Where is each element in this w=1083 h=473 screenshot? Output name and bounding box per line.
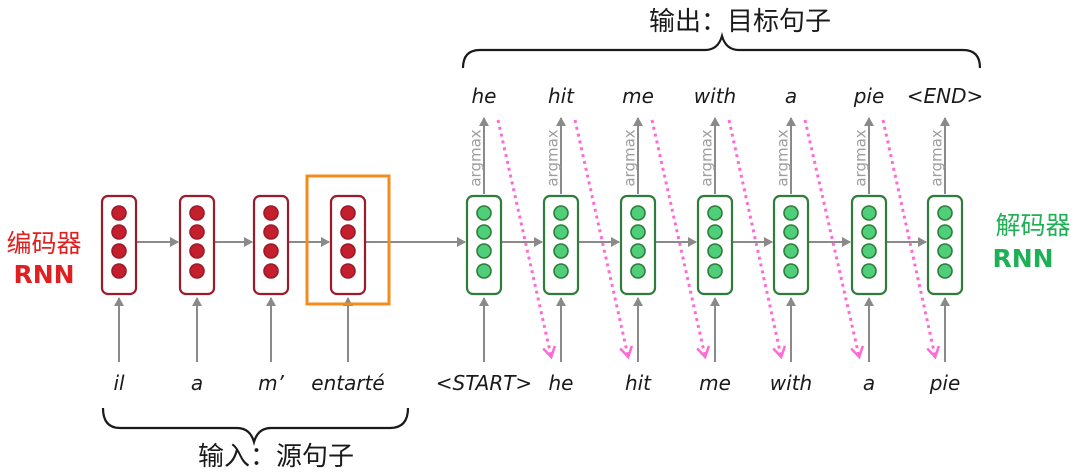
decoder-output-word: he: [472, 84, 497, 108]
output-brace: [461, 32, 982, 69]
decoder-output-word: me: [622, 84, 654, 108]
decoder-cell-unit: [630, 243, 646, 259]
highlight-box: [305, 174, 391, 306]
output-title: 输出：目标句子: [649, 7, 831, 37]
decoder-cell-unit: [476, 224, 492, 240]
feedback-arrow: [803, 119, 859, 356]
decoder-cell-unit: [707, 205, 723, 221]
decoder-output-word: pie: [853, 84, 885, 108]
decoder-input-word: <START>: [436, 371, 532, 395]
encoder-cell-unit: [189, 243, 205, 259]
decoder-cell-unit: [553, 243, 569, 259]
argmax-label: argmax: [698, 129, 716, 186]
decoder-input-word: hit: [625, 371, 652, 395]
encoder-cell-unit: [340, 224, 356, 240]
decoder-cell-unit: [707, 243, 723, 259]
argmax-label: argmax: [852, 129, 870, 186]
decoder-cell-unit: [861, 243, 877, 259]
decoder-cell-unit: [630, 224, 646, 240]
feedback-arrow: [573, 119, 628, 356]
decoder-cell-unit: [476, 243, 492, 259]
decoder-cell-unit: [937, 263, 953, 279]
decoder-cell-unit: [937, 224, 953, 240]
decoder-cell-unit: [937, 243, 953, 259]
decoder-input-word: me: [699, 371, 731, 395]
text-layer: il a m’ entarté argmax <START> he argmax he hit ar…: [113, 84, 983, 395]
argmax-label: argmax: [544, 129, 562, 186]
decoder-cell-unit: [707, 224, 723, 240]
encoder-cell-unit: [111, 243, 127, 259]
encoder-word: il: [113, 371, 125, 395]
encoder-cell-unit: [263, 243, 279, 259]
decoder-cell-unit: [553, 205, 569, 221]
decoder-output-word: with: [694, 84, 736, 108]
feedback-arrow: [496, 119, 551, 356]
decoder-cell-unit: [783, 224, 799, 240]
decoder-cell-unit: [861, 205, 877, 221]
decoder-cell-unit: [630, 263, 646, 279]
encoder-cell-unit: [340, 205, 356, 221]
decoder-input-word: pie: [929, 371, 961, 395]
decoder-label: 解码器: [995, 211, 1070, 240]
encoder-rnn-label: RNN: [13, 260, 74, 289]
decoder-rnn-label: RNN: [992, 244, 1053, 273]
encoder-cell-unit: [263, 263, 279, 279]
decoder-output-word: hit: [548, 84, 575, 108]
decoder-cell-unit: [783, 205, 799, 221]
encoder-cell-unit: [340, 243, 356, 259]
encoder-word: m’: [258, 371, 284, 395]
decoder-input-word: he: [549, 371, 574, 395]
input-brace: [101, 407, 410, 446]
decoder-cell-unit: [937, 205, 953, 221]
encoder-cell-unit: [263, 205, 279, 221]
decoder-cell-unit: [707, 263, 723, 279]
encoder-cell-unit: [263, 224, 279, 240]
encoder-word: entarté: [311, 371, 384, 395]
input-title: 输入：源句子: [198, 442, 354, 472]
decoder-cell-unit: [861, 263, 877, 279]
decoder-cell-unit: [630, 205, 646, 221]
decoder-cell-unit: [476, 205, 492, 221]
decoder-input-word: a: [863, 371, 875, 395]
feedback-arrow: [727, 119, 781, 356]
encoder-cell-unit: [340, 263, 356, 279]
argmax-label: argmax: [928, 129, 946, 186]
decoder-cell-unit: [783, 263, 799, 279]
decoder-cell-unit: [476, 263, 492, 279]
decoder-output-word: <END>: [907, 84, 984, 108]
encoder-cell-unit: [189, 224, 205, 240]
decoder-cell-unit: [553, 224, 569, 240]
decoder-cell-unit: [783, 243, 799, 259]
encoder-cell-unit: [111, 224, 127, 240]
argmax-label: argmax: [774, 129, 792, 186]
feedback-arrow: [881, 119, 935, 356]
encoder-cell-unit: [189, 205, 205, 221]
encoder-cell-unit: [111, 263, 127, 279]
feed-layer: [496, 119, 935, 356]
decoder-input-word: with: [770, 371, 812, 395]
cells-layer: [100, 174, 964, 306]
argmax-label: argmax: [621, 129, 639, 186]
encoder-label: 编码器: [6, 229, 81, 258]
feedback-arrow: [650, 119, 705, 356]
decoder-cell-unit: [861, 224, 877, 240]
decoder-cell-unit: [553, 263, 569, 279]
encoder-cell-unit: [189, 263, 205, 279]
arrows-layer: [114, 117, 950, 362]
argmax-label: argmax: [467, 129, 485, 186]
encoder-cell-unit: [111, 205, 127, 221]
decoder-output-word: a: [785, 84, 797, 108]
encoder-word: a: [191, 371, 203, 395]
